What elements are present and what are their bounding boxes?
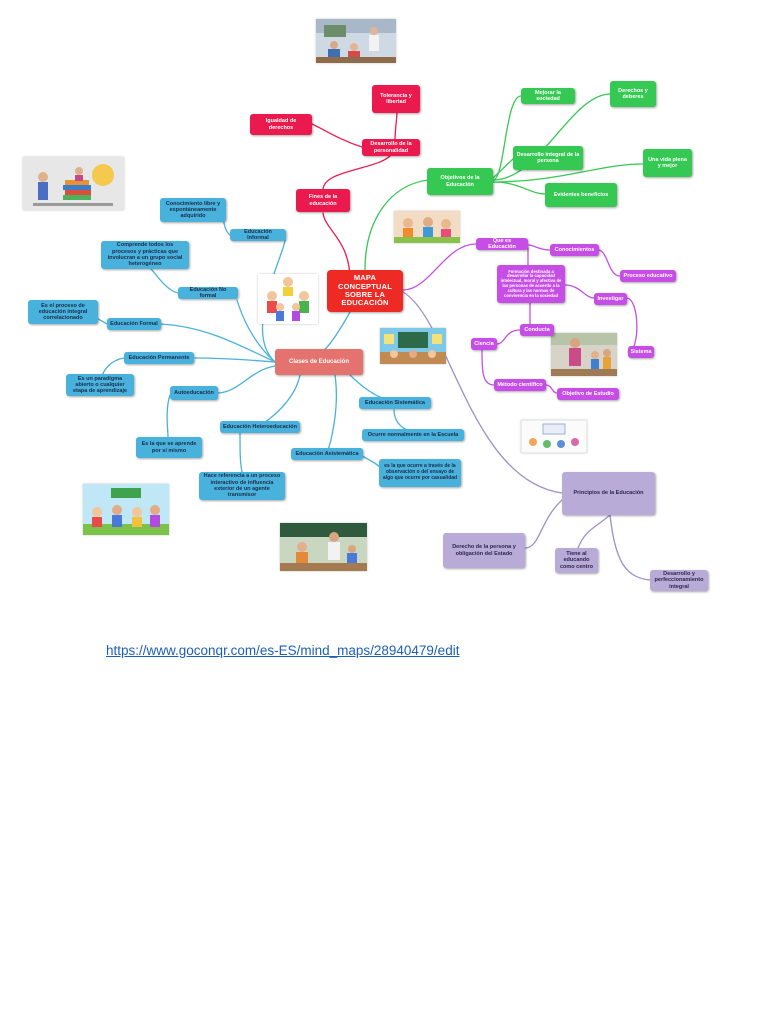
mind-map: MAPA CONCEPTUAL SOBRE LA EDUCACIÓN Fines…	[23, 19, 708, 591]
formal-desc-node[interactable]: Es el proceso de educación integral corr…	[28, 300, 98, 324]
no-formal-desc-node[interactable]: Comprende todos los procesos y prácticas…	[101, 241, 189, 269]
tolerancia-node[interactable]: Tolerancia y libertad	[372, 85, 420, 113]
metodo-node[interactable]: Método científico	[494, 379, 546, 391]
derecho-node[interactable]: Derecho de la persona y obligación del E…	[443, 533, 525, 568]
evidentes-node[interactable]: Evidentes beneficios	[545, 183, 617, 207]
autoeducacion-desc-node[interactable]: Es la que se aprende por sí mismo	[136, 437, 202, 458]
desarrollo-integral-node[interactable]: Desarrollo integral de la persona	[513, 146, 583, 170]
sistematica-desc-node[interactable]: Ocurre normalmente en la Escuela	[362, 429, 464, 441]
teacher-classroom-photo	[551, 333, 617, 376]
fines-node[interactable]: Fines de la educación	[296, 189, 350, 212]
objetivo-estudio-node[interactable]: Objetivo de Estudio	[557, 388, 619, 400]
informal-node[interactable]: Educación Informal	[230, 229, 286, 241]
sistema-node[interactable]: Sistema	[628, 346, 654, 358]
objetivos-node[interactable]: Objetivos de la Educación	[427, 168, 493, 195]
ciencia-node[interactable]: Ciencia	[471, 338, 497, 350]
vida-plena-node[interactable]: Una vida plena y mejor	[643, 149, 692, 177]
asistematica-node[interactable]: Educación Asistemática	[291, 448, 363, 460]
formacion-node[interactable]: Formación destinada a desarrollar la cap…	[497, 265, 565, 303]
que-es-node[interactable]: Que es Educación	[476, 238, 528, 250]
conducta-node[interactable]: Conducta	[520, 324, 554, 336]
sistematica-node[interactable]: Educación Sistemática	[359, 397, 431, 409]
conocimientos-node[interactable]: Conocimientos	[550, 244, 599, 256]
principios-node[interactable]: Principios de la Educación	[562, 472, 655, 515]
teacher-students-photo	[280, 523, 367, 571]
desarrollo-personalidad-node[interactable]: Desarrollo de la personalidad	[362, 139, 420, 156]
central-topic[interactable]: MAPA CONCEPTUAL SOBRE LA EDUCACIÓN	[327, 270, 403, 312]
hetero-desc-node[interactable]: Hace referencia a un proceso interactivo…	[199, 472, 285, 500]
no-formal-node[interactable]: Educación No formal	[178, 287, 238, 299]
permanente-node[interactable]: Educación Permanente	[124, 352, 194, 364]
derechos-node[interactable]: Derechos y deberes	[610, 81, 656, 107]
classroom-photo-top	[316, 19, 396, 63]
informal-desc-node[interactable]: Conocimiento libre y espontáneamente adq…	[160, 198, 226, 222]
igualdad-node[interactable]: Igualdad de derechos	[250, 114, 312, 135]
hetero-node[interactable]: Educación Heteroeducación	[220, 421, 300, 433]
kids-cartoon-illustration	[258, 274, 318, 324]
education-poster-illustration	[83, 484, 169, 535]
formal-node[interactable]: Educación Formal	[107, 318, 161, 330]
classroom-cartoon-illustration	[380, 328, 446, 364]
clases-node[interactable]: Clases de Educación	[275, 349, 363, 375]
proceso-node[interactable]: Proceso educativo	[620, 270, 676, 282]
permanente-desc-node[interactable]: Es un paradigma abierto o cualquier etap…	[66, 374, 134, 396]
investigar-node[interactable]: Investigar	[594, 293, 627, 305]
students-books-illustration	[23, 157, 124, 210]
mind-map-link[interactable]: https://www.goconqr.com/es-ES/mind_maps/…	[106, 643, 460, 658]
perfeccionamiento-node[interactable]: Desarrollo y perfeccionamiento integral	[650, 570, 708, 591]
centro-node[interactable]: Tiene al educando como centro	[555, 548, 598, 573]
asistematica-desc-node[interactable]: es la que ocurre a través de la observac…	[379, 459, 461, 487]
group-diagram-illustration	[521, 420, 587, 453]
children-playing-photo	[394, 211, 460, 243]
mejorar-node[interactable]: Mejorar la sociedad	[521, 88, 575, 104]
autoeducacion-node[interactable]: Autoeducación	[170, 386, 218, 400]
